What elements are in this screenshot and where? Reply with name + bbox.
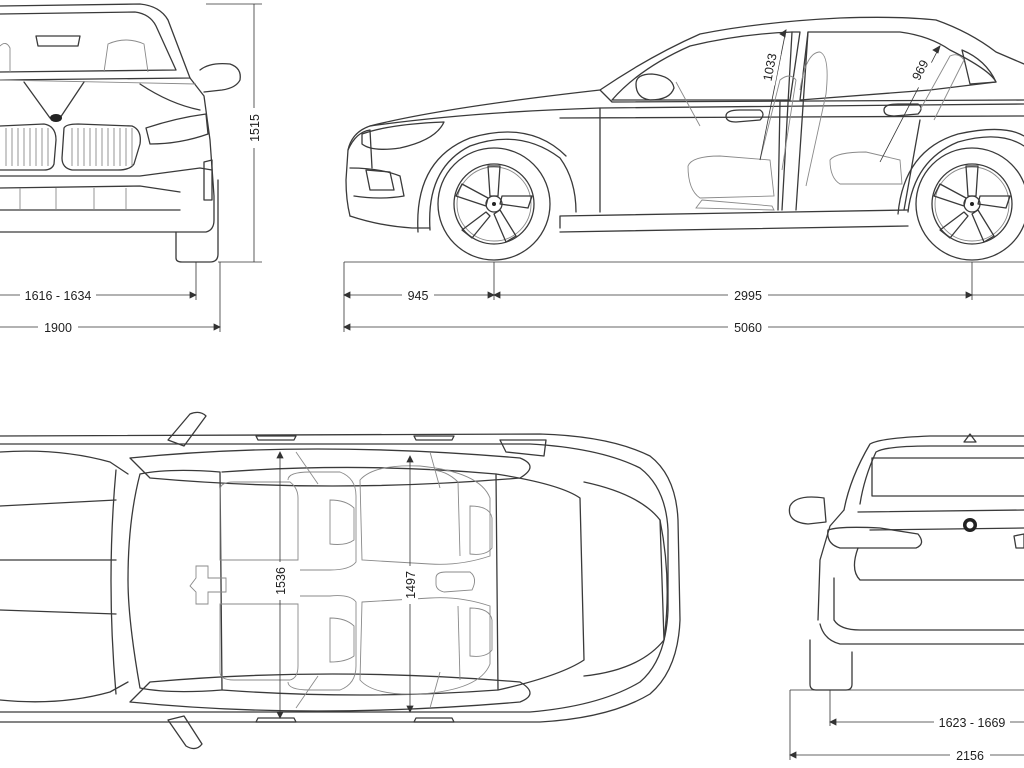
dimension-front-track: 1616 - 1634 [25,289,92,303]
dimension-width-with-mirrors: 2156 [956,749,984,763]
dimension-front-shoulder-width: 1536 [274,567,288,595]
dimension-width: 1900 [44,321,72,335]
rear-view-dimensions: 1623 - 1669 2156 [789,689,1024,763]
dimension-rear-shoulder-width: 1497 [404,571,418,599]
rear-view [788,433,1024,691]
dimension-wheelbase: 2995 [734,289,762,303]
side-view: 1033 969 [345,16,1024,261]
dimension-front-headroom: 1033 [761,52,780,82]
dimension-front-overhang: 945 [408,289,429,303]
top-view: 1536 1497 [0,411,681,750]
side-view-dimensions: 945 2995 5060 [343,261,1024,335]
dimension-height: 1515 [248,114,262,142]
front-view [0,3,241,263]
front-view-dimensions: 1515 1616 - 1634 1900 [0,3,264,335]
dimension-length: 5060 [734,321,762,335]
dimension-rear-track: 1623 - 1669 [939,716,1006,730]
